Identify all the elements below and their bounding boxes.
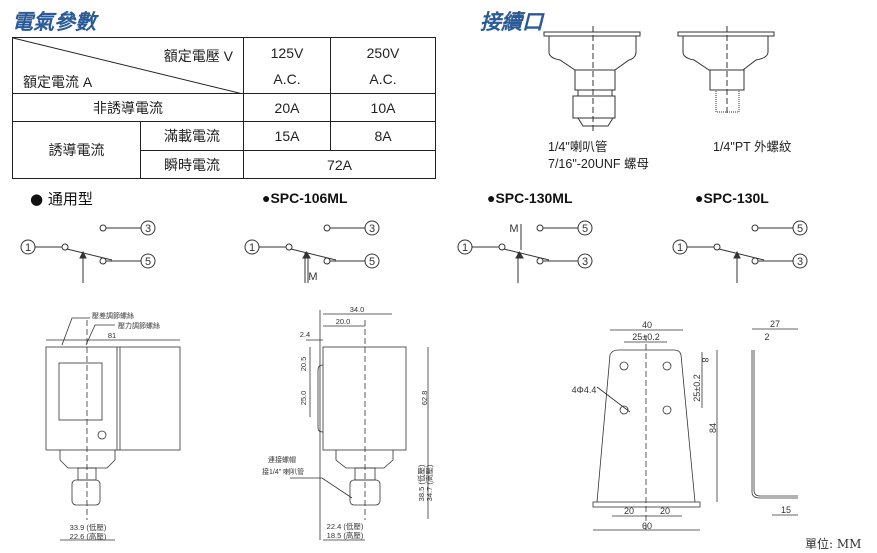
switch-schematics	[20, 220, 808, 283]
dim-side-bottom-low: 22.4 (低壓)	[327, 521, 364, 531]
dim-8: 8	[700, 357, 710, 362]
switch-title-1: ●SPC-106ML	[262, 190, 348, 206]
col1-voltage: 125V	[270, 44, 304, 61]
dim-81: 81	[108, 331, 116, 340]
dim-34: 34.0	[350, 305, 365, 314]
terminal-label: 3	[369, 223, 375, 235]
dim-2-4: 2.4	[300, 330, 310, 339]
side-view-drawing	[290, 310, 429, 541]
col2-type: A.C.	[369, 70, 397, 87]
electrical-title: 電氣參數	[12, 11, 96, 34]
flare-connector-drawing	[543, 26, 641, 132]
terminal-label: 3	[145, 223, 151, 235]
holes-label: 4Φ4.4	[572, 385, 597, 395]
pressure-screw-label: 壓力調節螺絲	[118, 321, 160, 330]
inductive-label: 誘導電流	[12, 121, 141, 179]
bracket-drawing	[592, 328, 798, 531]
diagonal-header-cell: 額定電壓 V 額定電流 A	[12, 37, 244, 94]
terminal-label: 5	[797, 223, 803, 235]
dim-40: 40	[642, 320, 652, 330]
dim-84: 84	[708, 423, 718, 433]
switch-title-0: ● 通用型	[30, 190, 93, 208]
front-view-drawing	[45, 317, 181, 541]
terminal-label: 1	[249, 242, 255, 254]
current-label: 額定電流 A	[23, 74, 93, 90]
dim-front-high: 22.6 (高壓)	[70, 531, 107, 541]
cell: 10A	[330, 93, 436, 122]
terminal-label: 3	[797, 256, 803, 268]
terminal-label: 3	[582, 256, 588, 268]
unit-label: 單位: MM	[805, 537, 862, 551]
terminal-label: 1	[462, 242, 468, 254]
dim-20-left: 20	[624, 506, 634, 516]
cell: 20A	[243, 93, 331, 122]
dim-25-h: 25±0.2	[632, 332, 659, 342]
m-label: M	[509, 223, 518, 235]
switch-title-2: ●SPC-130ML	[487, 190, 573, 206]
pt-label: 1/4"PT 外螺紋	[713, 140, 792, 154]
terminal-label: 5	[145, 256, 151, 268]
switch-3	[672, 220, 808, 283]
non-inductive-label: 非誘導電流	[12, 93, 244, 122]
switch-2	[457, 220, 593, 283]
switch-0	[20, 220, 156, 283]
full-load-label: 滿載電流	[140, 121, 244, 151]
terminal-label: 1	[25, 242, 31, 254]
nut-label: 連接螺帽	[268, 455, 296, 464]
dim-side-bottom-high: 18.5 (高壓)	[327, 530, 364, 540]
terminal-label: 5	[369, 256, 375, 268]
cell: 72A	[243, 150, 436, 179]
nut-label: 接1/4" 喇叭管	[262, 467, 304, 476]
dim-15: 15	[781, 505, 791, 515]
dim-25-v: 25±0.2	[692, 374, 702, 401]
dim-27: 27	[770, 319, 780, 329]
col1-type: A.C.	[273, 70, 301, 87]
dim-side-high: 34.7 (高壓)	[424, 464, 434, 501]
dim-2: 2	[764, 332, 769, 342]
switch-title-3: ●SPC-130L	[695, 190, 769, 206]
dim-60: 60	[642, 521, 652, 531]
dim-20-5: 20.5	[299, 357, 308, 372]
switch-1	[244, 220, 380, 283]
pt-connector-drawing	[677, 26, 775, 116]
col2-voltage: 250V	[366, 44, 400, 61]
dim-62-8: 62.8	[420, 391, 429, 406]
dim-20: 20.0	[336, 317, 351, 326]
terminal-label: 5	[582, 223, 588, 235]
instant-label: 瞬時電流	[140, 150, 244, 179]
dim-25: 25.0	[299, 391, 308, 406]
dim-side-low: 38.5 (低壓)	[416, 464, 426, 501]
cell: 15A	[243, 121, 331, 151]
dim-front-low: 33.9 (低壓)	[70, 522, 107, 532]
terminal-label: 1	[677, 242, 683, 254]
dim-20-right: 20	[660, 506, 670, 516]
diff-screw-label: 壓差調節螺絲	[92, 311, 134, 320]
voltage-label: 額定電壓 V	[163, 48, 233, 64]
connection-title: 接續口	[480, 11, 543, 34]
m-label: M	[308, 271, 317, 283]
